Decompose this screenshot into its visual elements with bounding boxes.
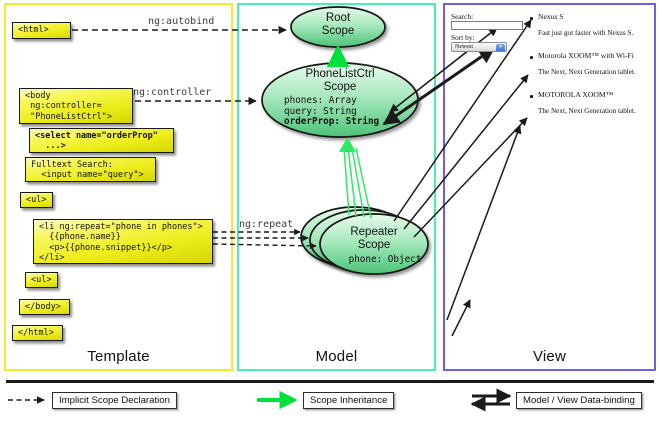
code-box-body-close: </body> [19,299,70,315]
list-bullet [530,17,533,20]
column-label-template: Template [87,348,150,365]
list-bullet [530,95,533,98]
sort-by-selected-value: Newest [455,44,473,50]
view-pane: Search: Sort by: Newest ▾ Nexus S Fast j… [449,9,652,139]
search-input[interactable] [451,21,523,30]
phone-snippet: The Next, Next Generation tablet. [538,107,636,115]
legend-double-arrow-icon [470,388,512,412]
edge-label-ng-repeat: ng:repeat [239,219,294,230]
phone-name[interactable]: Nexus S [538,12,564,21]
column-label-view: View [532,348,567,365]
phone-snippet: Fast just got faster with Nexus S. [538,29,634,37]
phone-name[interactable]: Motorola XOOM™ with Wi-Fi [538,51,634,60]
phone-snippet: The Next, Next Generation tablet. [538,68,636,76]
code-box-html-close: </html> [12,325,63,341]
sort-by-label: Sort by: [451,33,475,42]
code-box-html-open: <html> [12,22,71,39]
chevron-down-icon: ▾ [496,44,505,51]
list-bullet [530,56,533,59]
code-box-li-repeat: <li ng:repeat="phone in phones"> {{phone… [33,219,213,264]
code-box-ul-open: <ul> [20,192,53,208]
legend-item-scope-inheritance: Scope Inheritance [303,392,395,409]
legend-item-implicit-scope-declaration: Implicit Scope Declaration [52,392,177,409]
code-box-ul-close: <ul> [25,272,58,288]
code-box-select-orderprop: <select name="orderProp" ...> [29,128,174,153]
column-label-model: Model [315,348,358,365]
code-box-fulltext-search: Fulltext Search: <input name="query"> [25,157,156,182]
phone-name[interactable]: MOTOROLA XOOM™ [538,90,614,99]
legend: Implicit Scope Declaration Scope Inherit… [0,379,660,421]
code-box-body-open: <body ng:controller= "PhoneListCtrl"> [19,88,133,124]
edge-label-ng-controller: ng:controller [133,87,212,98]
legend-item-model-view-data-binding: Model / View Data-binding [516,392,642,409]
search-label: Search: [451,12,474,21]
column-template: Template [4,3,233,371]
column-model: Model [237,3,436,371]
edge-label-ng-autobind: ng:autobind [148,16,215,27]
legend-divider [6,380,654,383]
sort-by-select[interactable]: Newest ▾ [451,42,507,52]
